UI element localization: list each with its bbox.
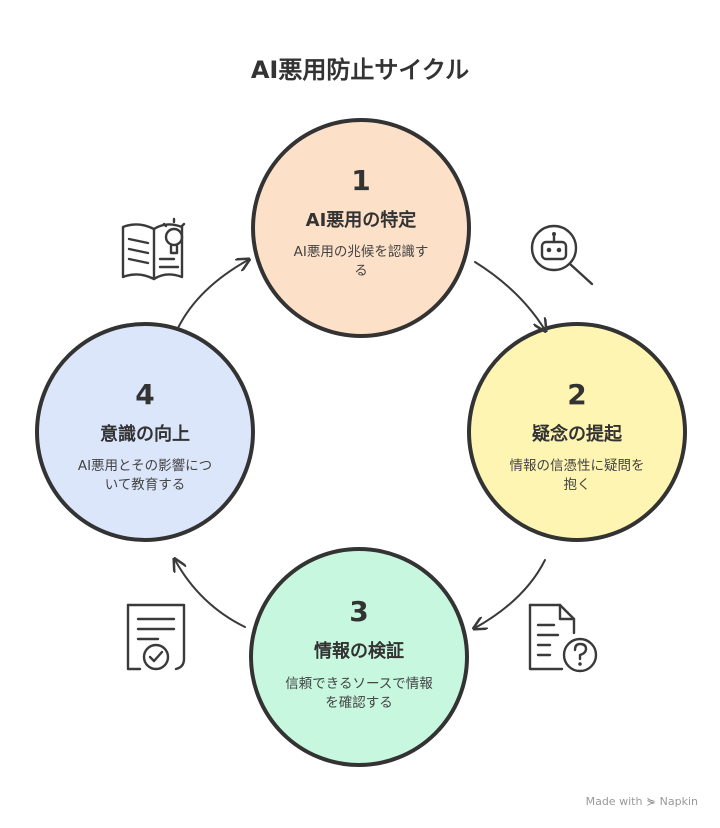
step-4-heading: 意識の向上: [100, 423, 190, 445]
step-3-number: 3: [349, 595, 368, 628]
step-1-heading: AI悪用の特定: [306, 209, 417, 231]
book-lightbulb-icon: [121, 217, 186, 281]
robot-magnifier-icon: [530, 224, 594, 286]
arrow-3-to-4: [175, 560, 246, 628]
step-4-number: 4: [135, 378, 154, 411]
step-1-desc-line-2: る: [354, 263, 368, 279]
step-3-desc-line-2: を確認する: [325, 695, 393, 711]
step-4-desc-line-1: AI悪用とその影響につ: [78, 457, 212, 474]
step-4-fill: [37, 324, 253, 540]
arrow-4-to-1: [177, 260, 248, 329]
step-3-circle: 3 情報の検証 信頼できるソースで情報 を確認する: [249, 547, 469, 767]
step-2-heading: 疑念の提起: [532, 423, 623, 445]
napkin-logo-icon: ⋟: [646, 795, 656, 808]
step-1-fill: [253, 120, 469, 336]
step-2-ring: [467, 322, 687, 542]
step-3-heading: 情報の検証: [314, 640, 404, 662]
step-1-ring: [251, 118, 471, 338]
step-3-ring: [249, 547, 469, 767]
arrow-2-to-3: [475, 559, 546, 628]
step-1-number: 1: [351, 164, 370, 197]
step-2-fill: [469, 324, 685, 540]
step-1-desc-line-1: AI悪用の兆候を認識す: [294, 244, 429, 260]
watermark-brand: Napkin: [659, 795, 698, 808]
step-2-number: 2: [567, 378, 586, 411]
certificate-check-icon: [126, 603, 186, 671]
step-1-circle: 1 AI悪用の特定 AI悪用の兆候を認識す る: [251, 118, 471, 338]
step-4-ring: [35, 322, 255, 542]
step-4-circle: 4 意識の向上 AI悪用とその影響につ いて教育する: [35, 322, 255, 542]
step-3-fill: [251, 549, 467, 765]
arrow-1-to-2: [474, 261, 545, 330]
step-2-desc-line-1: 情報の信憑性に疑問を: [510, 458, 645, 474]
document-question-icon: [528, 603, 598, 673]
step-4-desc-line-2: いて教育する: [105, 477, 186, 493]
step-2-desc-line-2: 抱く: [564, 477, 591, 493]
step-3-desc-line-1: 信頼できるソースで情報: [285, 676, 433, 692]
step-2-circle: 2 疑念の提起 情報の信憑性に疑問を 抱く: [467, 322, 687, 542]
diagram-title: AI悪用防止サイクル: [251, 56, 469, 84]
watermark-prefix: Made with: [585, 795, 643, 808]
napkin-watermark: Made with ⋟ Napkin: [586, 795, 698, 808]
